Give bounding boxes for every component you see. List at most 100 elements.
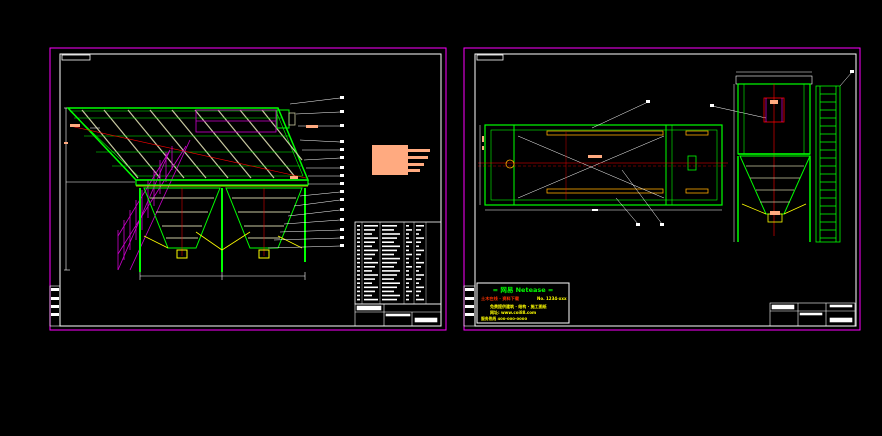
parts-row-mark xyxy=(382,249,397,252)
parts-row-mark xyxy=(364,294,372,297)
parts-row-mark xyxy=(416,249,424,252)
parts-row-mark xyxy=(382,245,400,248)
parts-row-mark xyxy=(416,274,424,276)
sheet-left-border xyxy=(49,47,447,331)
parts-list-table xyxy=(354,221,442,305)
parts-row-mark xyxy=(364,278,375,280)
parts-row-mark xyxy=(364,237,378,239)
parts-row-number xyxy=(357,233,360,235)
parts-row-mark xyxy=(382,286,397,289)
sheet-right-side-strip xyxy=(463,285,476,327)
parts-row-number xyxy=(357,253,360,256)
parts-row-mark xyxy=(364,229,375,231)
left-dim-tag xyxy=(64,142,68,144)
parts-row-mark xyxy=(382,298,397,301)
plan-view-tank xyxy=(478,124,728,211)
parts-row-mark xyxy=(364,261,378,264)
parts-row-mark xyxy=(382,229,394,231)
hopper-right xyxy=(221,187,306,272)
parts-row-mark xyxy=(364,290,375,293)
parts-row-mark xyxy=(382,241,394,243)
sheet-left-inner-frame xyxy=(59,53,442,327)
main-beam xyxy=(135,179,309,186)
parts-row-mark xyxy=(382,253,394,256)
parts-row-number xyxy=(357,249,360,252)
watermark-line1-right: No. 1234-xxx xyxy=(537,296,567,301)
parts-row-number xyxy=(357,241,360,243)
sheet-right-border xyxy=(463,47,861,331)
parts-row-number xyxy=(357,290,360,293)
parts-row-mark xyxy=(364,233,372,235)
title-block-right xyxy=(769,302,856,327)
parts-row-mark xyxy=(382,261,397,264)
plan-label xyxy=(588,155,602,158)
parts-row-mark xyxy=(364,282,372,284)
parts-row-mark xyxy=(416,294,419,297)
parts-row-mark xyxy=(382,225,397,227)
parts-row-mark xyxy=(364,274,378,276)
parts-row-mark xyxy=(416,286,424,289)
parts-row-number xyxy=(357,294,360,297)
hopper-braces xyxy=(143,231,303,251)
parts-row-mark xyxy=(364,266,375,268)
parts-row-mark xyxy=(416,298,424,301)
parts-row-number xyxy=(357,266,360,268)
parts-row-mark xyxy=(406,286,409,289)
parts-row-mark xyxy=(364,270,372,272)
watermark-line3: 网址: www.coi88.com xyxy=(490,309,536,315)
parts-row-number xyxy=(357,229,360,231)
parts-row-mark xyxy=(406,245,409,248)
parts-row-number xyxy=(357,274,360,276)
parts-row-mark xyxy=(406,266,412,268)
parts-row-mark xyxy=(364,241,375,243)
parts-row-mark xyxy=(416,290,421,293)
parts-row-mark xyxy=(382,237,397,239)
parts-row-mark xyxy=(416,245,419,248)
parts-row-mark xyxy=(382,282,400,284)
parts-row-mark xyxy=(406,274,409,276)
parts-row-mark xyxy=(416,233,419,235)
parts-row-mark xyxy=(416,266,421,268)
parts-row-mark xyxy=(406,249,409,252)
parts-row-mark xyxy=(406,261,409,264)
parts-row-mark xyxy=(364,257,372,260)
parts-row-mark xyxy=(406,278,412,280)
parts-row-mark xyxy=(382,257,400,260)
parts-row-mark xyxy=(364,253,375,256)
parts-row-mark xyxy=(416,270,419,272)
sheet-right-top-tag xyxy=(476,54,504,61)
parts-row-mark xyxy=(406,257,409,260)
parts-row-mark xyxy=(382,266,394,268)
watermark-line4: 服务热线 400-000-0000 xyxy=(481,316,527,321)
callout-leaders xyxy=(90,97,341,249)
parts-row-mark xyxy=(382,274,397,276)
parts-row-mark xyxy=(416,229,421,231)
parts-row-mark xyxy=(382,278,394,280)
callout-tags xyxy=(340,96,344,247)
parts-row-mark xyxy=(406,270,409,272)
parts-row-number xyxy=(357,237,360,239)
parts-row-mark xyxy=(406,225,409,227)
top-rails xyxy=(195,109,277,133)
parts-row-mark xyxy=(416,278,421,280)
sheet-right-inner-frame xyxy=(474,53,857,327)
parts-row-mark xyxy=(364,249,378,252)
parts-row-mark xyxy=(406,241,412,243)
sheet-left[interactable] xyxy=(49,47,447,331)
parts-row-mark xyxy=(364,245,372,248)
parts-row-number xyxy=(357,225,360,227)
parts-row-number xyxy=(357,282,360,284)
parts-row-mark xyxy=(406,229,412,231)
parts-row-mark xyxy=(364,298,378,301)
parts-row-mark xyxy=(416,241,421,243)
parts-row-mark xyxy=(382,294,400,297)
parts-row-mark xyxy=(382,233,400,235)
parts-row-mark xyxy=(406,233,409,235)
parts-row-number xyxy=(357,270,360,272)
sheet-right[interactable]: = 网易 Netease = 土木在线 · 资料下载 No. 1234-xxx … xyxy=(463,47,861,331)
sheet-left-top-tag xyxy=(61,54,91,61)
inclined-plate-panel xyxy=(66,107,310,181)
parts-row-mark xyxy=(406,290,412,293)
ladder xyxy=(815,71,853,243)
